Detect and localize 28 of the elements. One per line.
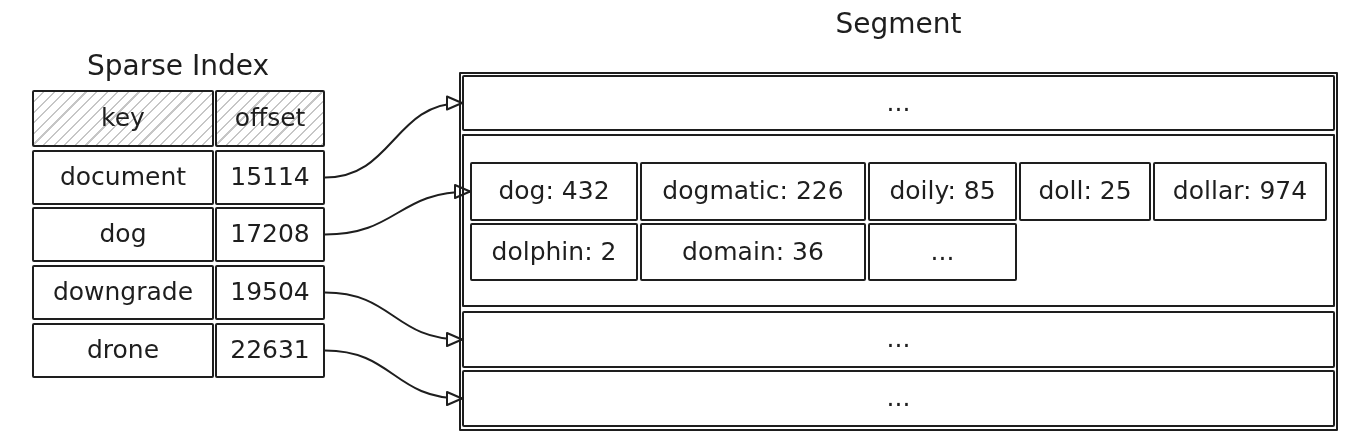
entry-cell: doll: 25	[1019, 162, 1151, 221]
record-block: ...	[462, 75, 1335, 131]
column-header-cell: offset	[215, 90, 325, 147]
key-cell: document	[32, 150, 214, 205]
record-block	[462, 134, 1335, 307]
key-cell: drone	[32, 323, 214, 378]
arrow	[324, 96, 463, 179]
arrow	[324, 291, 463, 347]
record-block: ...	[462, 311, 1335, 368]
offset-cell: 22631	[215, 323, 325, 378]
offset-cell: 19504	[215, 265, 325, 320]
offset-cell: 17208	[215, 207, 325, 262]
key-cell: downgrade	[32, 265, 214, 320]
arrow	[324, 349, 463, 406]
key-cell: dog	[32, 207, 214, 262]
entry-cell: ...	[868, 223, 1017, 281]
entry-cell: dolphin: 2	[470, 223, 638, 281]
column-header-cell: key	[32, 90, 214, 147]
entry-cell: dogmatic: 226	[640, 162, 866, 221]
entry-cell: domain: 36	[640, 223, 866, 281]
offset-cell: 15114	[215, 150, 325, 205]
entry-cell: dog: 432	[470, 162, 638, 221]
table-heading: Sparse Index	[87, 50, 269, 83]
record-block: ...	[462, 370, 1335, 427]
arrow	[324, 184, 471, 236]
entry-cell: dollar: 974	[1153, 162, 1327, 221]
heading: Segment	[835, 7, 962, 40]
entry-cell: doily: 85	[868, 162, 1017, 221]
